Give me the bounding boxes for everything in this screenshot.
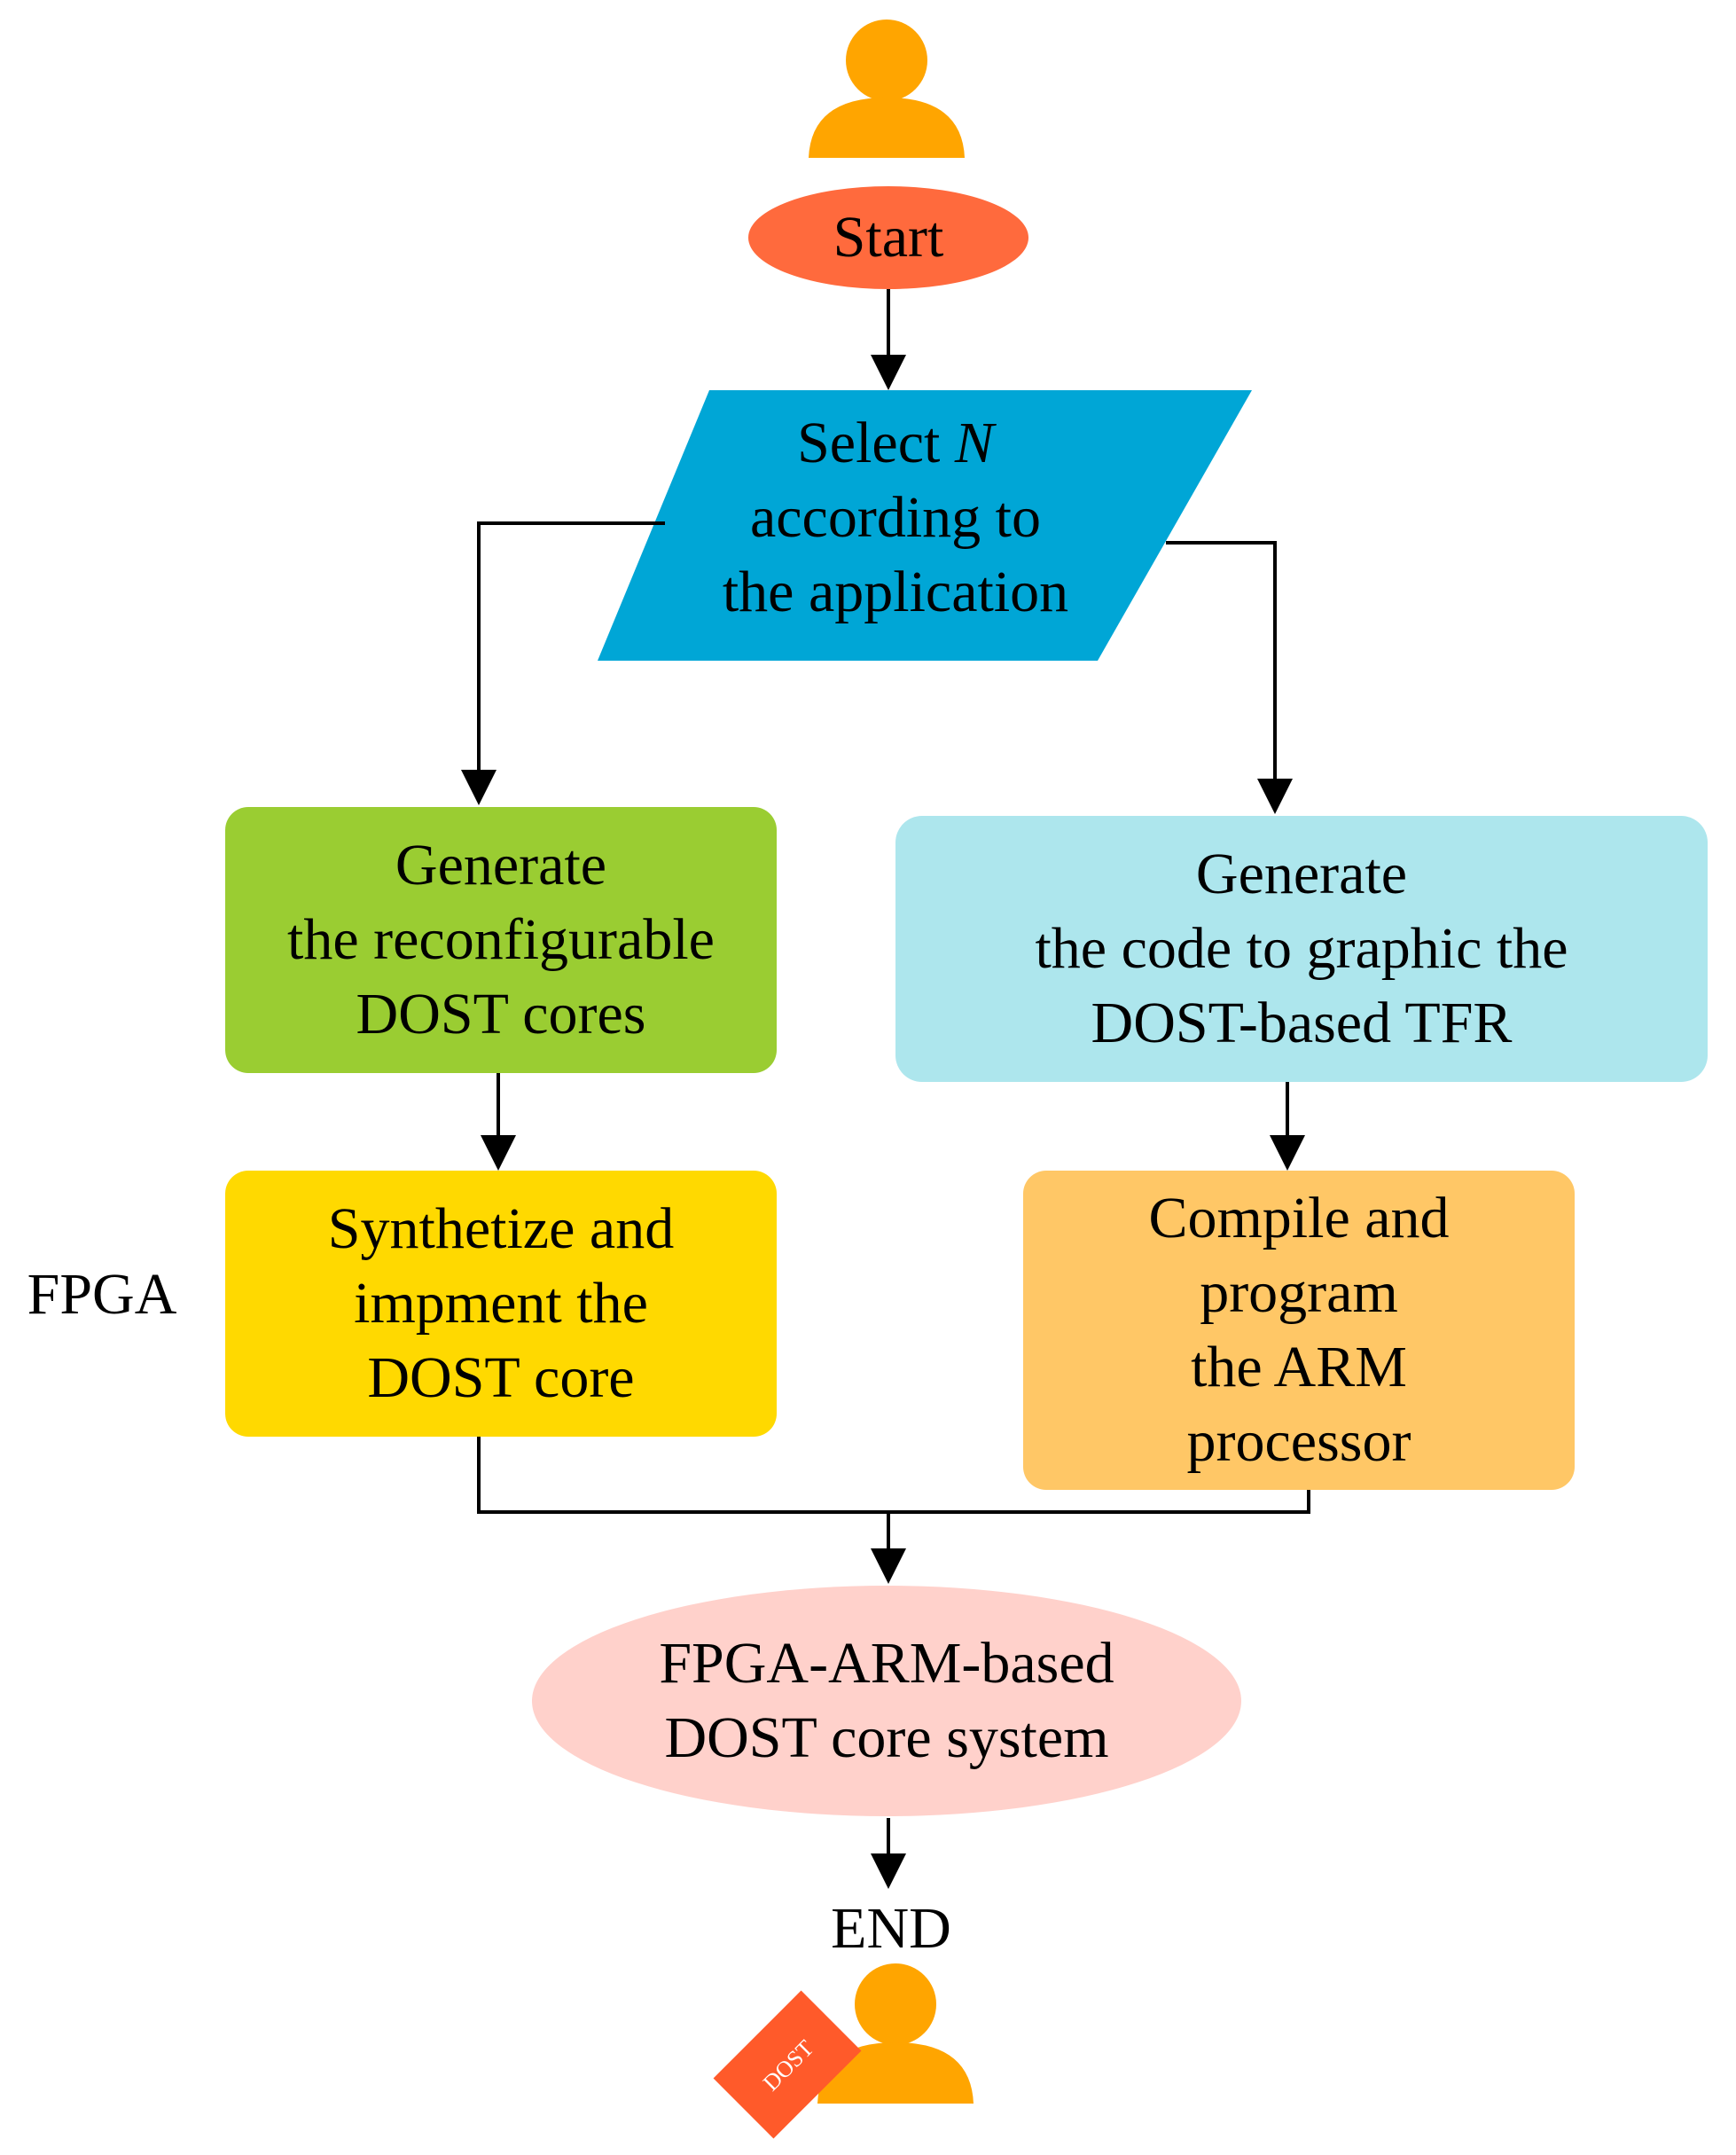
generate-code-label: Generate the code to graphic the DOST-ba… <box>1035 842 1568 1055</box>
compile-label: Compile and program the ARM processor <box>1148 1186 1450 1474</box>
end-label: END <box>831 1896 951 1961</box>
select-line-1: Select N <box>797 411 994 475</box>
select-line-3: the application <box>722 560 1069 624</box>
user-body <box>809 98 965 158</box>
compile-box <box>1023 1171 1575 1490</box>
generate-cores-box <box>225 807 777 1073</box>
user-icon-bottom <box>817 1963 974 2104</box>
generate-cores-label: Generate the reconfigurable DOST cores <box>287 833 715 1046</box>
user-icon-top <box>809 20 965 158</box>
join-line <box>477 1437 1310 1514</box>
system-terminal <box>532 1586 1241 1816</box>
generate-code-box <box>895 816 1708 1082</box>
fpga-side-label: FPGA <box>27 1262 177 1327</box>
synthetize-label: Synthetize and impment the DOST core <box>327 1196 675 1410</box>
dost-badge-icon: DOST <box>713 1990 862 2139</box>
user-head <box>846 20 927 101</box>
synthetize-box <box>225 1171 777 1437</box>
user-head <box>855 1963 936 2045</box>
select-n-label: Select N according to the application <box>674 406 1117 630</box>
start-terminal <box>748 186 1028 289</box>
select-n-parallelogram <box>598 390 1252 661</box>
start-label: Start <box>833 205 944 270</box>
system-label: FPGA-ARM-based DOST core system <box>659 1631 1114 1770</box>
connectors <box>461 289 1310 1889</box>
user-body <box>817 2042 974 2104</box>
arrow-select-to-generate-code <box>1166 541 1293 814</box>
arrow-select-to-generate-cores <box>461 521 665 805</box>
select-line-2: according to <box>749 485 1042 550</box>
